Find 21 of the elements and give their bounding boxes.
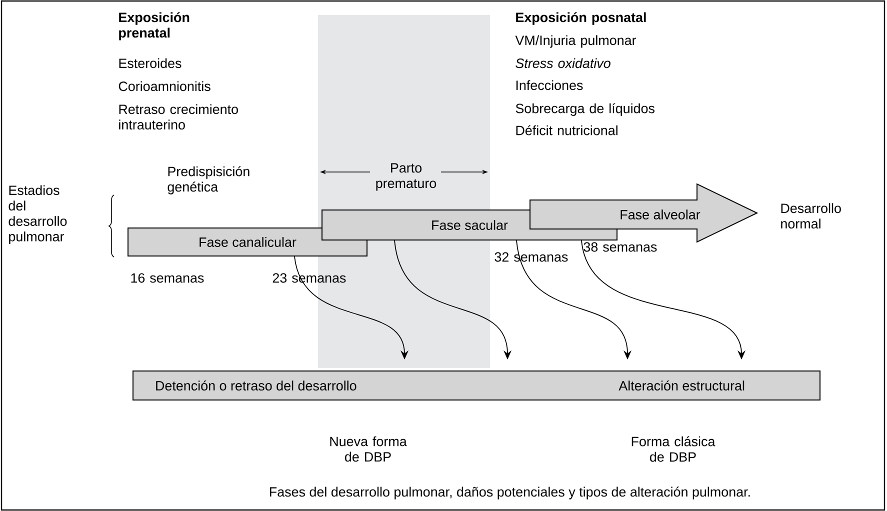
outcome-label: Nueva forma de DBP — [330, 436, 407, 462]
list-item: Déficit nutricional — [516, 125, 618, 136]
list-item: Stress oxidativo — [516, 58, 610, 68]
side-label: Desarrollo normal — [781, 203, 841, 228]
factor-label: Predispisición genética — [168, 166, 250, 194]
heading: Exposición posnatal — [516, 12, 646, 25]
outcome-label: Forma clásica de DBP — [632, 436, 716, 462]
stage-label: Estadios del desarrollo pulmonar — [8, 185, 67, 244]
heading: Exposición prenatal — [119, 12, 190, 40]
list-item: Sobrecarga de líquidos — [516, 103, 654, 116]
outcome-bar: Detención o retraso del desarrollo Alteración estructural — [132, 370, 820, 400]
list-item: Esteroides — [119, 58, 182, 68]
week-label: 16 semanas — [131, 273, 204, 283]
period-label: Parto prematuro — [376, 163, 436, 191]
phase-box: Fase canalicular — [128, 228, 368, 256]
week-label: 38 semanas — [584, 242, 657, 252]
list-item: Retraso crecimiento intrauterino — [119, 104, 238, 130]
caption: Fases del desarrollo pulmonar, daños potenciales y tipos de alteración pulmonar. — [270, 486, 750, 500]
list-item: Corioamnionitis — [118, 81, 210, 92]
list-item: VM/Injuria pulmonar — [515, 35, 636, 48]
list-item: Infecciones — [516, 80, 583, 90]
